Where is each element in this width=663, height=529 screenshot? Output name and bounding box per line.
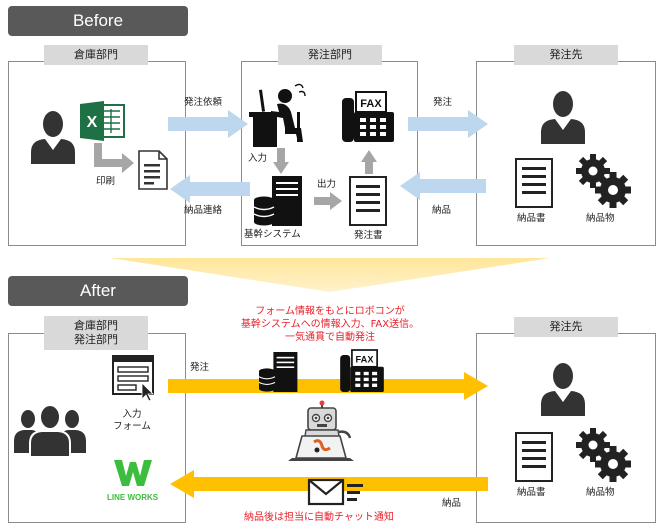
arrow-down-icon	[273, 148, 289, 174]
arrow-output-icon	[314, 192, 342, 210]
label-order-request: 発注依頼	[184, 97, 223, 108]
dept-box	[8, 333, 186, 523]
after-fax-icon: FAX	[340, 349, 384, 392]
before-banner-label: Before	[72, 11, 124, 30]
after-banner-label: After	[80, 281, 116, 300]
label-input: 入力	[248, 153, 268, 164]
label-order: 発注	[433, 97, 453, 108]
arrow-order	[408, 110, 488, 138]
yellow-arrow-order	[168, 372, 488, 400]
label-print: 印刷	[96, 176, 116, 187]
label-order-form: 発注書	[354, 230, 383, 241]
note-line1: フォーム情報をもとにロボコンが	[255, 306, 405, 317]
document-icon	[138, 150, 168, 190]
label-delivery: 納品	[432, 205, 452, 216]
label-input-form-line1: 入力	[122, 409, 142, 420]
warehouse-title: 倉庫部門	[44, 45, 148, 65]
arrow-up-icon	[361, 150, 377, 174]
server-icon	[253, 176, 302, 226]
after-supplier-title: 発注先	[514, 317, 618, 337]
robot-icon	[288, 400, 354, 461]
label-input-form: 入力 フォーム	[112, 409, 152, 433]
label-delivery-notice: 納品連絡	[184, 205, 223, 216]
people-group-icon	[14, 404, 86, 458]
transition-chevron	[110, 258, 550, 292]
desk-worker-icon	[249, 83, 306, 147]
after-label-order: 発注	[190, 362, 210, 373]
dept-title: 倉庫部門 発注部門	[44, 316, 148, 350]
order-form-icon	[349, 176, 387, 226]
after-gears-icon	[576, 428, 631, 482]
dept-title-line1: 倉庫部門	[74, 319, 118, 332]
fax-text: FAX	[360, 98, 382, 110]
note-line3: 一気通貫で自動発注	[285, 332, 375, 343]
after-supplier-person-icon	[541, 363, 585, 416]
arrow-delivery	[400, 172, 486, 200]
label-core-system: 基幹システム	[244, 229, 301, 240]
after-banner: After	[8, 276, 188, 306]
input-form-icon	[112, 355, 154, 402]
delivery-slip-icon	[515, 158, 553, 208]
after-delivery-slip-icon	[515, 432, 553, 482]
lineworks-text: LINE WORKS	[107, 493, 159, 502]
supplier-person-icon	[541, 91, 585, 144]
gears-icon	[576, 154, 631, 208]
person-icon	[31, 111, 75, 164]
arrow-delivery-notice	[170, 175, 250, 203]
label-input-form-line2: フォーム	[113, 421, 151, 432]
fax-icon: FAX	[342, 91, 394, 142]
label-delivery-slip: 納品書	[517, 213, 546, 224]
dept-title-line2: 発注部門	[74, 333, 118, 346]
after-server-icon	[258, 352, 298, 392]
after-fax-text: FAX	[356, 355, 375, 365]
after-label-delivery: 納品	[442, 498, 462, 509]
excel-icon: X	[80, 101, 125, 141]
after-label-delivery-slip: 納品書	[517, 487, 546, 498]
label-output: 出力	[317, 179, 337, 190]
bottom-note: 納品後は担当に自動チャット通知	[244, 512, 394, 523]
after-label-goods: 納品物	[586, 487, 615, 498]
ordering-title: 発注部門	[278, 45, 382, 65]
lineworks-logo-icon	[114, 460, 152, 486]
mail-icon	[307, 478, 363, 506]
before-banner: Before	[8, 6, 188, 36]
arrow-order-request	[168, 110, 248, 138]
note-line2: 基幹システムへの情報入力、FAX送信。	[240, 319, 420, 330]
supplier-title: 発注先	[514, 45, 618, 65]
print-arrow-icon	[94, 143, 134, 173]
label-goods: 納品物	[586, 213, 615, 224]
automation-note: フォーム情報をもとにロボコンが 基幹システムへの情報入力、FAX送信。 一気通貫…	[210, 305, 450, 344]
svg-text:X: X	[87, 114, 98, 131]
